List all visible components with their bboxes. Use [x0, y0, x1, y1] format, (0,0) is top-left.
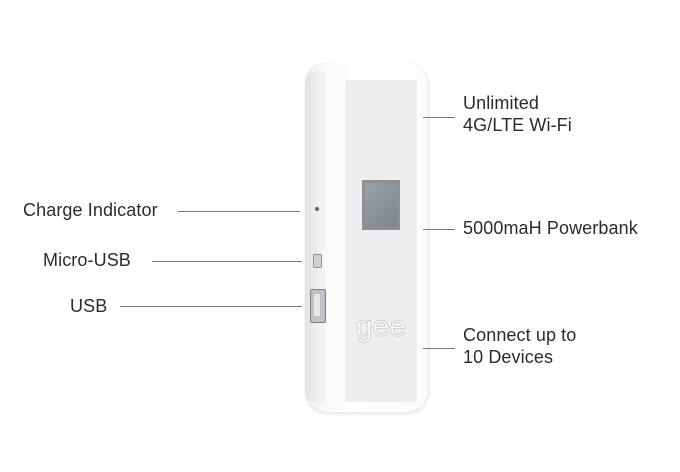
device-display [362, 180, 400, 230]
usb-label: USB [70, 296, 108, 316]
powerbank-label: 5000maH Powerbank [463, 218, 638, 238]
gee-logo: gee [356, 310, 407, 344]
logo-wordmark: gee [356, 310, 406, 343]
devices-label: Connect up to 10 Devices [463, 324, 576, 368]
wifi-label-line2: 4G/LTE Wi-Fi [463, 115, 572, 135]
charge-indicator-label: Charge Indicator [23, 200, 158, 220]
devices-label-line1: Connect up to [463, 325, 577, 345]
charge-indicator-leader [178, 211, 300, 212]
device-front-panel [345, 80, 417, 402]
usb-port [310, 289, 326, 323]
wifi-label: Unlimited 4G/LTE Wi-Fi [463, 92, 572, 136]
device-side-edge [305, 70, 325, 404]
micro-usb-label: Micro-USB [43, 250, 131, 270]
wifi-label-line1: Unlimited [463, 93, 539, 113]
powerbank-leader [423, 229, 455, 230]
charge-indicator-light [315, 207, 319, 211]
micro-usb-port [313, 254, 322, 268]
usb-leader [120, 306, 302, 307]
devices-leader [423, 348, 455, 349]
wifi-leader [423, 117, 455, 118]
micro-usb-leader [152, 261, 302, 262]
devices-label-line2: 10 Devices [463, 347, 554, 367]
